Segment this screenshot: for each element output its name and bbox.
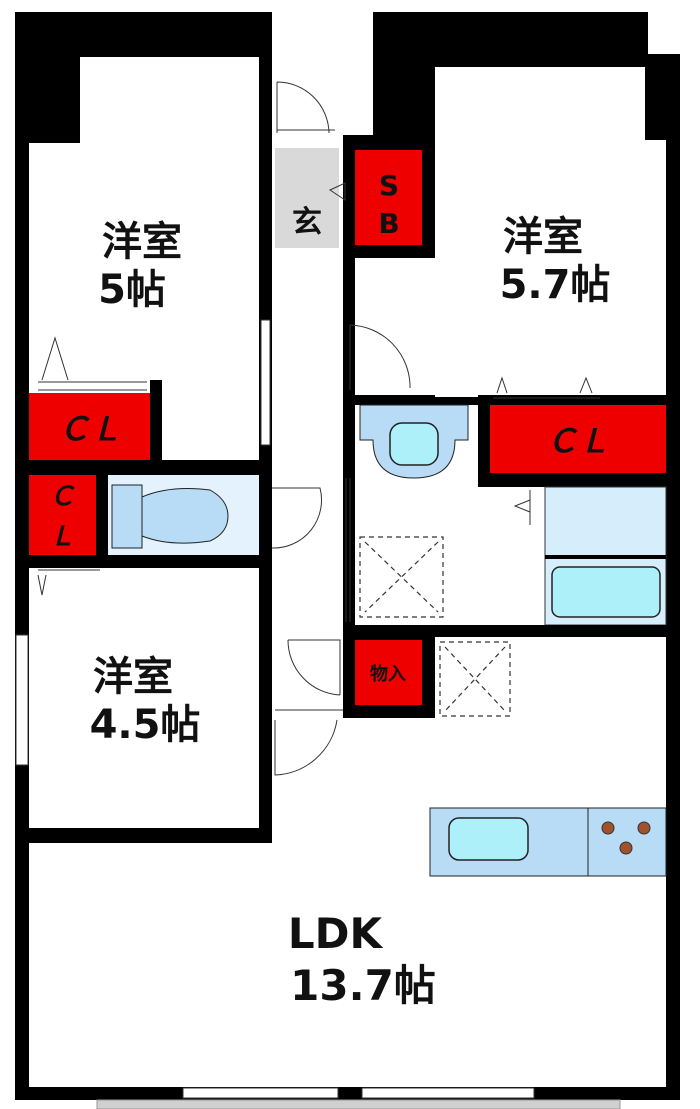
- window-corridor: [260, 319, 271, 446]
- toilet-icon: [141, 488, 229, 544]
- stove-burner-icon: [601, 821, 651, 855]
- closet-cl2: [29, 475, 96, 555]
- balcony: [96, 1099, 621, 1109]
- western-room-57: 洋室 5.7帖: [355, 67, 666, 397]
- closet-cl2-label-bottom: Ｌ: [49, 522, 75, 552]
- window-bottom-right: [361, 1087, 535, 1099]
- svg-text:4.5帖: 4.5帖: [90, 702, 201, 748]
- svg-text:LDK: LDK: [288, 909, 384, 958]
- closet-cl3-label: ＣＬ: [546, 422, 610, 460]
- entrance-label: 玄: [292, 205, 322, 240]
- closet-cl1: [29, 393, 150, 460]
- window-bottom-left: [182, 1087, 339, 1099]
- closet-monoire-label: 物入: [370, 663, 406, 685]
- shoe-box-sb: [355, 150, 422, 245]
- svg-text:5.7帖: 5.7帖: [500, 262, 611, 308]
- svg-text:洋室: 洋室: [102, 219, 182, 265]
- window-left: [15, 634, 29, 766]
- sliding-door-icon: [38, 336, 147, 391]
- toilet-bowl-icon: [389, 422, 439, 466]
- sink-icon: [448, 817, 529, 861]
- closet-monoire: [355, 640, 422, 705]
- closet-cl1-label: ＣＬ: [58, 410, 122, 448]
- western-room-45: 洋室 4.5帖: [29, 568, 259, 828]
- bathtub-icon: [551, 566, 661, 618]
- svg-text:13.7帖: 13.7帖: [290, 961, 436, 1010]
- toilet-tank-icon: [111, 484, 143, 549]
- closet-cl3: [490, 405, 666, 473]
- ldk-room: LDK 13.7帖: [29, 637, 666, 1087]
- entrance-area: [275, 148, 339, 248]
- closet-cl2-label-top: Ｃ: [49, 482, 75, 512]
- sb-label-bottom: B: [378, 207, 399, 240]
- door-icons: [37, 81, 600, 776]
- sb-label-top: S: [379, 169, 399, 202]
- svg-text:洋室: 洋室: [93, 654, 173, 700]
- svg-text:5帖: 5帖: [98, 267, 166, 313]
- svg-text:洋室: 洋室: [503, 214, 583, 260]
